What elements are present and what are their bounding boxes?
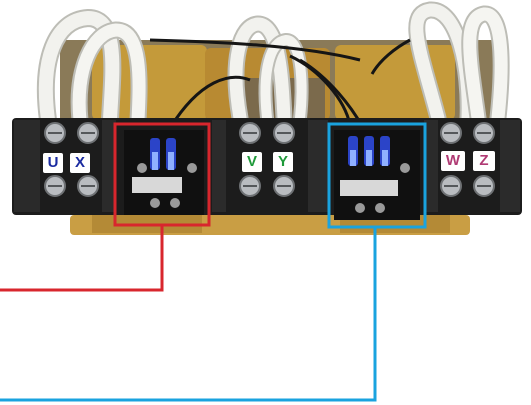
white-wires (36, 1, 510, 129)
blue-highlight-box (327, 122, 427, 229)
red-leader-line (0, 225, 164, 292)
terminal-label-y: Y (273, 152, 293, 172)
blue-leader-line (0, 227, 377, 402)
terminal-label-u: U (43, 153, 63, 173)
right-connector-block (334, 130, 420, 220)
terminal-label-z: Z (473, 151, 495, 171)
terminal-label-x: X (70, 153, 90, 173)
terminal-label-v: V (242, 152, 262, 172)
black-wires (149, 38, 411, 129)
left-connector-block (124, 130, 204, 215)
terminal-label-w: W (441, 151, 465, 171)
screw-slots (48, 132, 491, 187)
